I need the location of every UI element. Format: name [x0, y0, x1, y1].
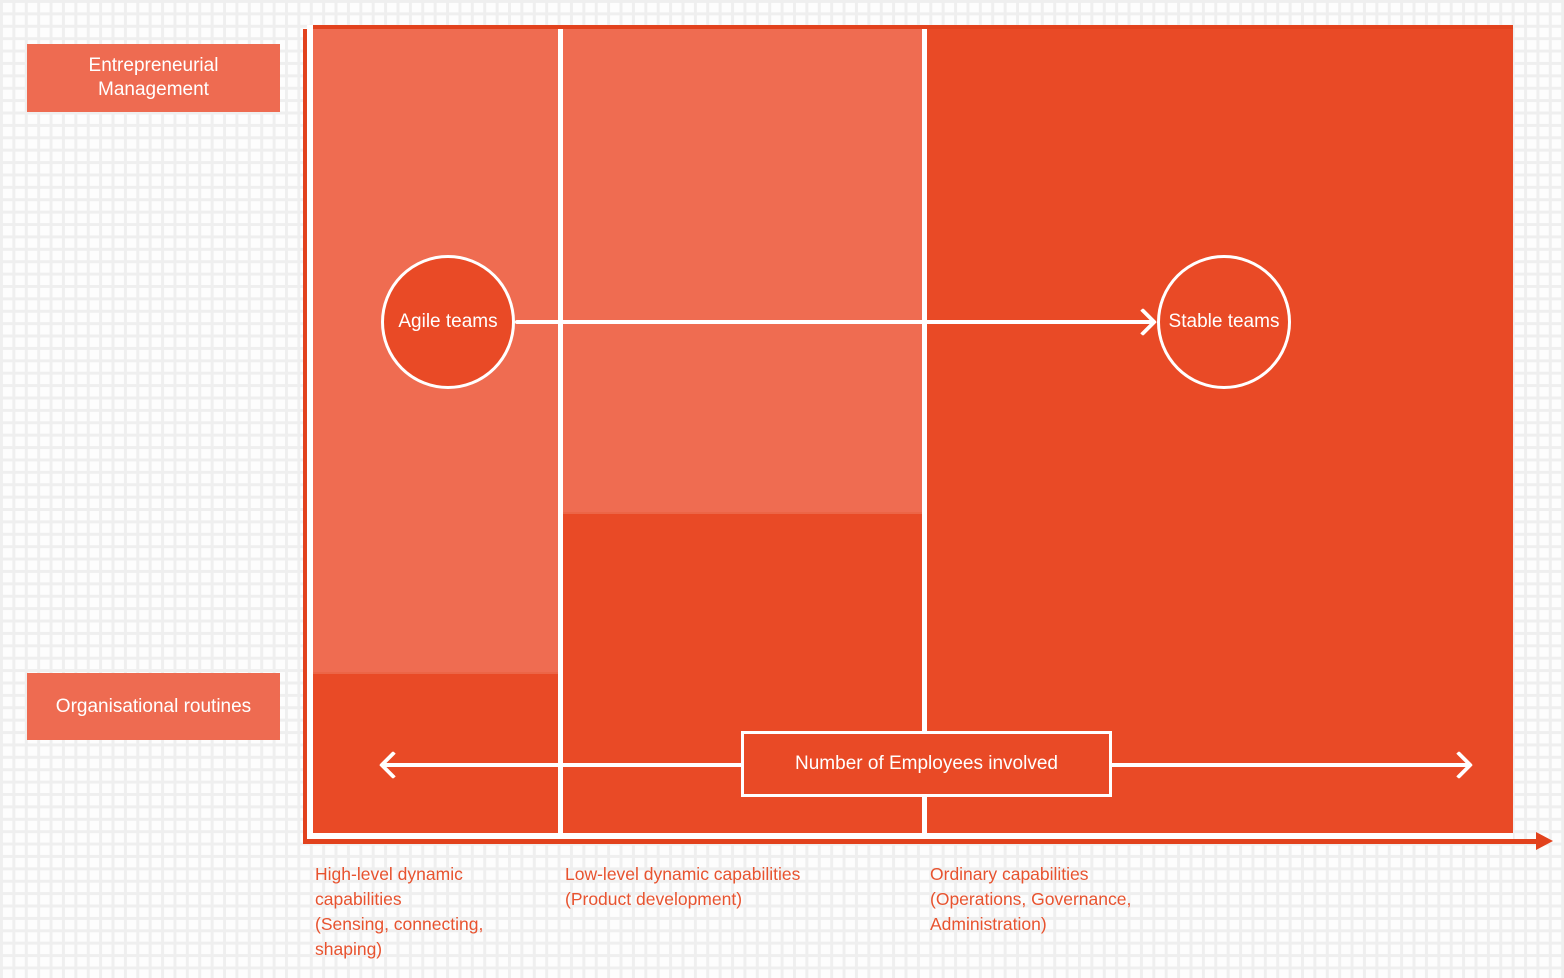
column-high-level-dynamic-routine-region: [313, 672, 558, 833]
agile-teams-node: Agile teams: [381, 255, 515, 389]
chart-top-border: [313, 25, 1513, 29]
column-ordinary: [927, 29, 1513, 833]
employees-axis-label: Number of Employees involved: [795, 753, 1058, 774]
employees-axis-box: Number of Employees involved: [741, 731, 1112, 797]
stable-teams-node: Stable teams: [1157, 255, 1291, 389]
x-axis-label-low-level-dynamic: Low-level dynamic capabilities (Product …: [565, 864, 801, 909]
organisational-routines-label: Organisational routines: [55, 695, 252, 717]
y-axis-line: [303, 29, 307, 839]
x-axis-arrowhead-icon: [1536, 832, 1553, 850]
agile-teams-label: Agile teams: [398, 311, 498, 332]
x-axis-label-ordinary: Ordinary capabilities (Operations, Gover…: [930, 864, 1132, 934]
x-axis-label-high-level-dynamic: High-level dynamic capabilities (Sensing…: [315, 864, 484, 959]
stable-teams-label: Stable teams: [1168, 311, 1280, 332]
organisational-routines-box: Organisational routines: [27, 673, 280, 740]
entrepreneurial-management-box: Entrepreneurial Management: [27, 44, 280, 112]
entrepreneurial-management-label: Entrepreneurial Management: [88, 55, 219, 100]
agile-to-stable-arrow-line: [515, 320, 1155, 324]
x-axis-line: [303, 839, 1537, 844]
